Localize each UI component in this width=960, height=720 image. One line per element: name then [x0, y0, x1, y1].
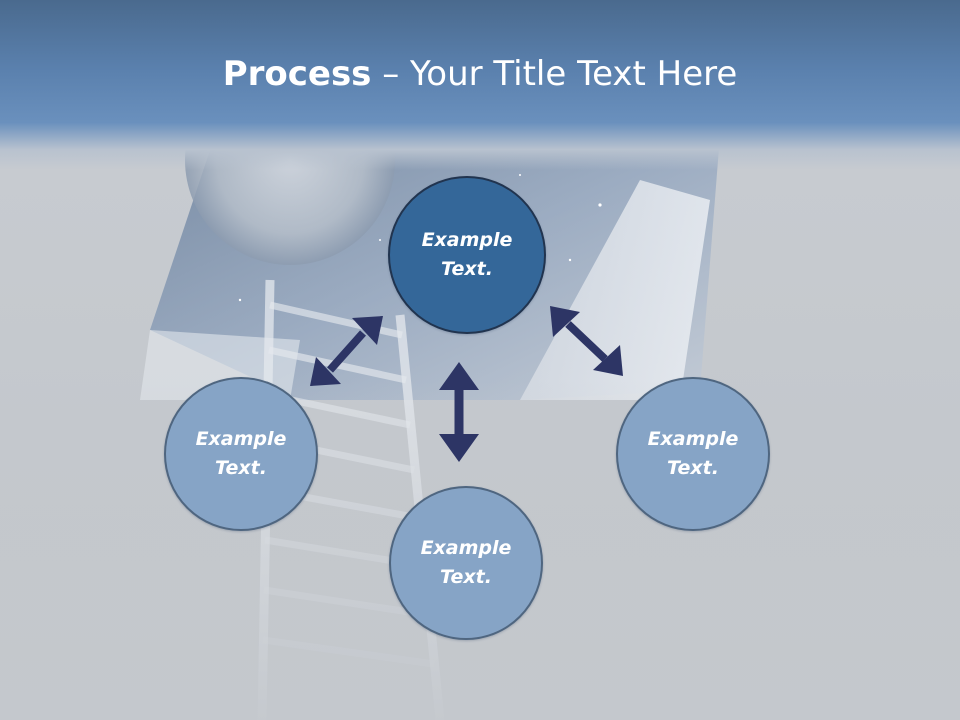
node-label: Example Text.	[420, 537, 512, 588]
header-band	[0, 0, 960, 170]
node-label: Example Text.	[195, 428, 287, 479]
node-label: Example Text.	[421, 229, 513, 280]
node-label: Example Text.	[647, 428, 739, 479]
title-rest-text: – Your Title Text Here	[371, 54, 738, 94]
slide-title: Process – Your Title Text Here	[0, 52, 960, 96]
title-bold-text: Process	[222, 54, 372, 94]
process-node-left: Example Text.	[164, 377, 318, 531]
process-node-top: Example Text.	[388, 176, 546, 334]
double-arrow-top-right	[550, 306, 623, 376]
double-arrow-vertical	[439, 362, 479, 462]
process-node-right: Example Text.	[616, 377, 770, 531]
double-arrow-top-left	[310, 316, 383, 386]
process-node-bottom: Example Text.	[389, 486, 543, 640]
